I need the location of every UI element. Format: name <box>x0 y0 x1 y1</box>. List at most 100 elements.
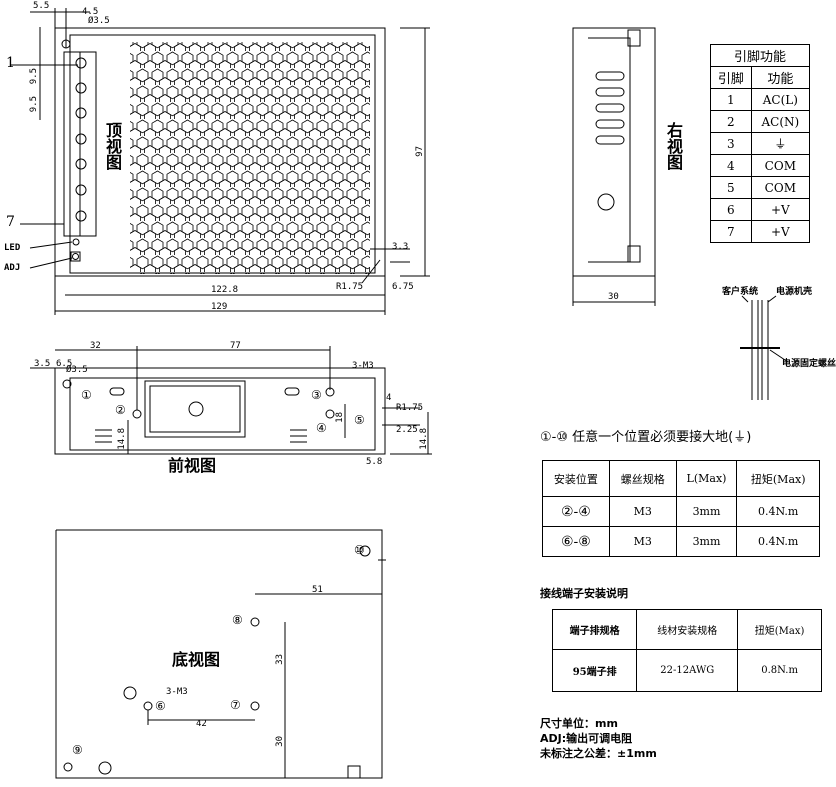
legend-chassis: 电源机壳 <box>776 287 813 297</box>
top-view-title: 顶视图 <box>103 122 122 170</box>
right-view-title: 右视图 <box>664 122 683 170</box>
screw-header: L(Max) <box>675 460 738 497</box>
notes-block: 尺寸单位：mm ADJ:输出可调电阻 未标注之公差：±1mm <box>540 716 657 761</box>
func-cell: COM <box>750 154 811 177</box>
terminal-spec-table: 端子排规格 线材安装规格 扭矩(Max) 95端子排 22-12AWG 0.8N… <box>551 609 822 692</box>
pin-7-label: 7 <box>6 214 15 230</box>
screw-cell: 3mm <box>675 526 738 557</box>
right-view-outline <box>572 27 656 277</box>
adj-label: ADJ <box>4 263 21 273</box>
dim-14-8-b: 14.8 <box>419 428 429 450</box>
pin-cell: 5 <box>710 176 752 199</box>
screw-cell: ②-④ <box>542 496 610 527</box>
screw-cell: M3 <box>608 496 677 527</box>
pin-table-header-func: 功能 <box>750 66 811 89</box>
dim-42: 42 <box>196 719 207 729</box>
front-window <box>144 380 246 438</box>
dim-77: 77 <box>230 341 241 351</box>
marker-1: ① <box>81 388 92 402</box>
dim-51: 51 <box>312 585 323 595</box>
marker-6: ⑥ <box>155 699 166 713</box>
screw-cell: 0.4N.m <box>736 526 820 557</box>
pin-cell: 6 <box>710 198 752 221</box>
bottom-view <box>55 529 386 779</box>
screw-header: 安装位置 <box>542 460 610 497</box>
marker-7: ⑦ <box>230 698 241 712</box>
dim-3-3: 3.3 <box>392 242 409 252</box>
screw-cell: ⑥-⑧ <box>542 526 610 557</box>
marker-3: ③ <box>311 388 322 402</box>
dim-pitch-1: 9.5 <box>29 68 39 85</box>
screw-cell: 3mm <box>675 496 738 527</box>
right-view <box>572 27 789 400</box>
ground-icon: ⏚ <box>750 132 811 155</box>
func-cell: +V <box>750 198 811 221</box>
screw-cell: 0.4N.m <box>736 496 820 527</box>
pin-table-header-pin: 引脚 <box>710 66 752 89</box>
pin-cell: 7 <box>710 220 752 243</box>
marker-5: ⑤ <box>354 413 365 427</box>
right-view-slots <box>595 71 625 145</box>
func-cell: COM <box>750 176 811 199</box>
dim-3-5: 3.5 <box>34 359 51 369</box>
dim-30: 30 <box>275 736 285 747</box>
dim-4: 4 <box>386 393 392 403</box>
dim-18: 18 <box>335 412 345 423</box>
legend-screw: 电源固定螺丝 <box>782 359 836 369</box>
marker-2: ② <box>115 403 126 417</box>
dim-14-8-a: 14.8 <box>117 428 127 450</box>
terminal-cell: 22-12AWG <box>636 649 739 692</box>
dim-122-8: 122.8 <box>211 285 239 295</box>
hex-vent-pattern <box>130 42 370 274</box>
dim-5-5: 5.5 <box>33 1 50 11</box>
dim-6-5: 6.5 <box>56 359 73 369</box>
dim-r175: R1.75 <box>336 282 364 292</box>
pin-1-label: 1 <box>6 55 15 71</box>
screw-header: 螺丝规格 <box>608 460 677 497</box>
front-m3: 3-M3 <box>352 361 374 371</box>
terminal-header: 线材安装规格 <box>636 609 739 650</box>
dim-6-75: 6.75 <box>392 282 414 292</box>
note-unit: 尺寸单位：mm <box>540 717 618 730</box>
bottom-view-title: 底视图 <box>172 650 221 669</box>
dim-32: 32 <box>90 341 101 351</box>
legend-customer: 客户系统 <box>722 287 759 297</box>
terminal-title: 接线端子安装说明 <box>540 587 628 600</box>
screw-cell: M3 <box>608 526 677 557</box>
dim-hole: Ø3.5 <box>88 16 110 26</box>
dim-2-25: 2.25 <box>396 425 418 435</box>
screw-spec-table: 安装位置 螺丝规格 L(Max) 扭矩(Max) ②-④ M3 3mm 0.4N… <box>542 460 820 557</box>
note-tolerance: 未标注之公差：±1mm <box>540 747 657 760</box>
dim-right-30: 30 <box>608 292 619 302</box>
pin-cell: 2 <box>710 110 752 133</box>
pin-cell: 3 <box>710 132 752 155</box>
terminal-header: 端子排规格 <box>551 609 638 650</box>
terminal-header: 扭矩(Max) <box>737 609 822 650</box>
front-view-outline <box>54 367 386 455</box>
func-cell: AC(L) <box>750 88 811 111</box>
ground-note: ①-⑩ 任意一个位置必须要接大地(⏚) <box>540 430 752 445</box>
terminal-cell: 95端子排 <box>551 649 638 692</box>
front-r175: R1.75 <box>396 403 424 413</box>
screw-header: 扭矩(Max) <box>736 460 820 497</box>
dim-pitch-2: 9.5 <box>29 96 39 113</box>
dim-129: 129 <box>211 302 228 312</box>
marker-4: ④ <box>316 421 327 435</box>
bottom-view-outline <box>55 529 383 779</box>
front-view-title: 前视图 <box>168 456 217 475</box>
pin-table-title: 引脚功能 <box>710 44 810 67</box>
led-label: LED <box>4 243 21 253</box>
note-adj: ADJ:输出可调电阻 <box>540 732 633 745</box>
terminal-cell: 0.8N.m <box>737 649 822 692</box>
top-view <box>10 8 430 315</box>
func-cell: +V <box>750 220 811 243</box>
func-cell: AC(N) <box>750 110 811 133</box>
terminal-screws <box>75 57 87 222</box>
dim-5-8: 5.8 <box>366 457 383 467</box>
marker-10: ⑩ <box>354 543 365 557</box>
pin-cell: 1 <box>710 88 752 111</box>
front-view <box>30 346 432 455</box>
front-hole: Ø3.5 <box>66 365 88 375</box>
